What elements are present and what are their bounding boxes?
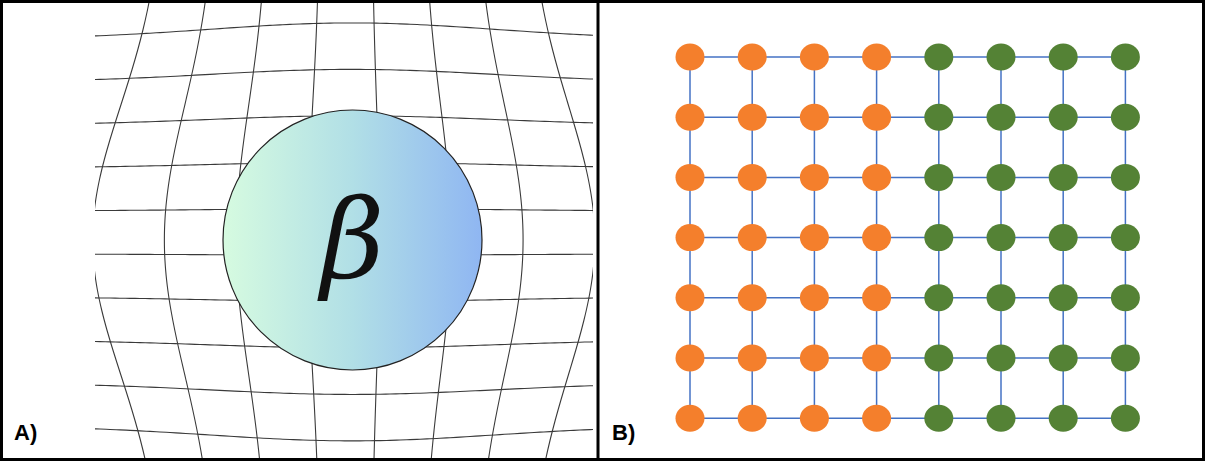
- grid-line: [95, 69, 593, 80]
- lattice-atom: [862, 405, 891, 432]
- lattice-atom: [862, 164, 891, 191]
- lattice-atom: [1111, 104, 1140, 131]
- lattice-atom: [1049, 405, 1078, 432]
- lattice-atom: [1111, 345, 1140, 372]
- lattice-atom: [924, 104, 953, 131]
- lattice-atom: [1111, 224, 1140, 251]
- lattice-atom: [987, 224, 1016, 251]
- panel-divider: [597, 0, 600, 461]
- lattice-atom: [924, 44, 953, 71]
- lattice-atom: [987, 345, 1016, 372]
- grid-line: [95, 23, 593, 37]
- lattice-atom: [738, 345, 767, 372]
- lattice-atom: [676, 284, 705, 311]
- lattice-atom: [1049, 104, 1078, 131]
- lattice-atom: [987, 164, 1016, 191]
- lattice-atom: [800, 164, 829, 191]
- lattice-atom: [800, 44, 829, 71]
- lattice-atom: [800, 104, 829, 131]
- lattice-atom: [738, 164, 767, 191]
- lattice-atom: [676, 405, 705, 432]
- greek-symbol: β: [321, 185, 385, 295]
- lattice-atom: [1111, 164, 1140, 191]
- lattice-atom: [1049, 164, 1078, 191]
- lattice-atom: [987, 405, 1016, 432]
- lattice-atom: [1049, 44, 1078, 71]
- lattice-atom: [862, 104, 891, 131]
- gradient-circle: β: [222, 109, 483, 371]
- grid-line: [95, 385, 593, 395]
- grid-line: [540, 3, 593, 458]
- lattice-atom: [924, 224, 953, 251]
- lattice-atom: [1049, 224, 1078, 251]
- lattice-atom: [738, 104, 767, 131]
- lattice-atom: [987, 44, 1016, 71]
- grid-line: [95, 3, 151, 458]
- lattice-atom: [862, 284, 891, 311]
- circle-shape: [223, 110, 482, 370]
- lattice-atom: [738, 405, 767, 432]
- lattice-atom: [1111, 284, 1140, 311]
- lattice-atom: [1049, 345, 1078, 372]
- lattice-atom: [800, 405, 829, 432]
- lattice-atom: [924, 284, 953, 311]
- panel-label: B): [610, 420, 637, 446]
- lattice-atom: [862, 345, 891, 372]
- warped-grid: [95, 3, 593, 458]
- lattice-atom: [862, 44, 891, 71]
- lattice-atom: [987, 104, 1016, 131]
- dot-lattice: [676, 44, 1140, 432]
- lattice-atom: [800, 284, 829, 311]
- lattice-atom: [676, 44, 705, 71]
- lattice-atom: [738, 284, 767, 311]
- lattice-atom: [1111, 44, 1140, 71]
- lattice-atom: [738, 224, 767, 251]
- lattice-atom: [800, 345, 829, 372]
- lattice-atom: [676, 224, 705, 251]
- lattice-atom: [924, 405, 953, 432]
- lattice-atom: [924, 164, 953, 191]
- lattice-atom: [987, 284, 1016, 311]
- lattice-atom: [1049, 284, 1078, 311]
- lattice-atom: [676, 164, 705, 191]
- lattice-atom: [676, 345, 705, 372]
- lattice-atom: [800, 224, 829, 251]
- lattice-atom: [862, 224, 891, 251]
- grid-line: [95, 428, 593, 441]
- lattice-atom: [1111, 405, 1140, 432]
- panel-label: A): [12, 420, 39, 446]
- lattice-atom: [924, 345, 953, 372]
- grid-line: [95, 3, 96, 458]
- lattice-atom: [676, 104, 705, 131]
- lattice-atom: [738, 44, 767, 71]
